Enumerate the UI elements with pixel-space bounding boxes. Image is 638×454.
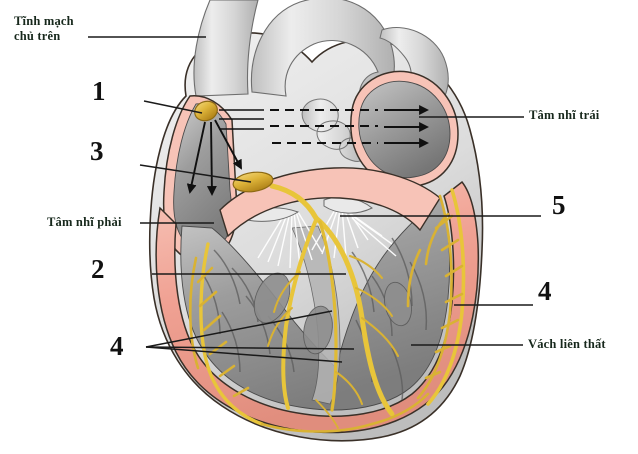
purkinje-fiber-network bbox=[188, 183, 466, 433]
number-label-4-left: 4 bbox=[110, 331, 124, 361]
ra-spread-arrow-3 bbox=[214, 119, 242, 170]
number-label-1: 1 bbox=[92, 76, 106, 106]
label-left-atrium: Tâm nhĩ trái bbox=[529, 108, 600, 122]
label-right-atrium: Tâm nhĩ phải bbox=[47, 215, 122, 229]
ra-spread-arrow-1 bbox=[186, 121, 206, 194]
leader-num-4a-middle bbox=[145, 346, 355, 350]
leader-lines bbox=[88, 36, 541, 363]
label-superior-vena-cava: Tĩnh mạch chủ trên bbox=[14, 14, 74, 43]
number-label-2: 2 bbox=[91, 254, 105, 284]
leader-num-4a-upper bbox=[145, 310, 333, 348]
interatrial-tract-lines bbox=[219, 109, 264, 130]
dashed-conduction-lines bbox=[270, 109, 378, 144]
ra-spread-arrow-2 bbox=[206, 121, 217, 196]
number-label-5: 5 bbox=[552, 190, 566, 220]
superior-vena-cava bbox=[193, 0, 259, 97]
number-label-3: 3 bbox=[90, 136, 104, 166]
number-label-4-right: 4 bbox=[538, 276, 552, 306]
leader-num-3 bbox=[139, 164, 252, 183]
impulse-arrows bbox=[186, 105, 429, 196]
sa-node bbox=[194, 100, 218, 122]
heart-illustration bbox=[148, 0, 484, 442]
leader-num-1 bbox=[143, 100, 203, 114]
label-interventricular-septum: Vách liên thất bbox=[528, 337, 606, 351]
av-node bbox=[232, 171, 274, 193]
interventricular-septum bbox=[291, 225, 341, 405]
leader-num-4a-lower bbox=[145, 346, 343, 363]
papillary-muscles bbox=[253, 272, 412, 355]
